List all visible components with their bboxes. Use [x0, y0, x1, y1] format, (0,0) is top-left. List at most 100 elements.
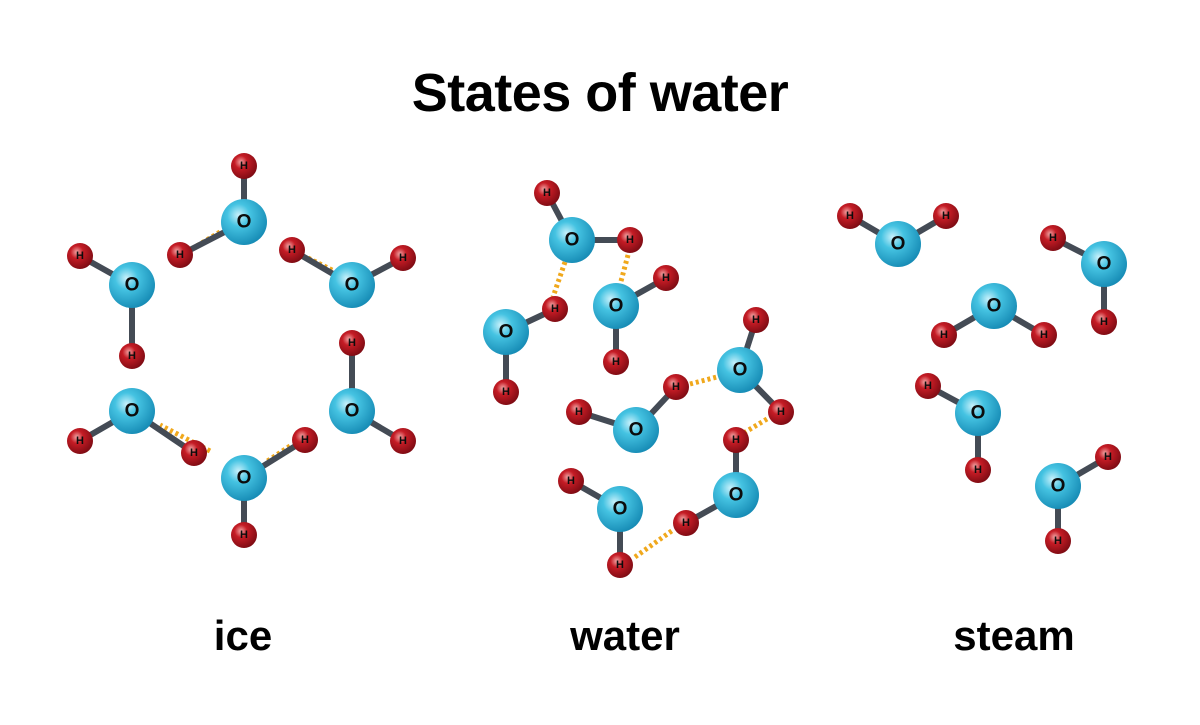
water-molecule-1-hydrogen-2-symbol: H: [626, 234, 634, 246]
ice-molecule-6-oxygen-symbol: O: [125, 275, 140, 296]
water-molecule-6-oxygen: O: [713, 472, 759, 518]
water-molecule-2-oxygen-sphere: [593, 283, 639, 329]
water-molecule-3-hydrogen-1-symbol: H: [551, 303, 559, 315]
steam-molecule-5-oxygen-symbol: O: [1051, 476, 1066, 497]
ice-molecule-1-hydrogen-2-sphere: [167, 242, 193, 268]
ice-molecule-1-hydrogen-1-sphere: [231, 153, 257, 179]
water-molecule-5-oxygen-symbol: O: [629, 420, 644, 441]
ice-molecule-5-hydrogen-1: H: [67, 428, 93, 454]
ice-molecule-5-hydrogen-1-symbol: H: [76, 435, 84, 447]
ice-molecule-2-oxygen-sphere: [329, 262, 375, 308]
water-molecule-4-hydrogen-2-sphere: [768, 399, 794, 425]
steam-molecule-3-hydrogen-2: H: [1031, 322, 1057, 348]
ice-molecule-6-hydrogen-1: H: [67, 243, 93, 269]
ice-molecule-6-hydrogen-1-symbol: H: [76, 250, 84, 262]
steam-molecule-1-oxygen: O: [875, 221, 921, 267]
water-molecule-2-hydrogen-1-symbol: H: [662, 272, 670, 284]
ice-molecule-1-oxygen-symbol: O: [237, 212, 252, 233]
steam-molecule-2-hydrogen-1: H: [1040, 225, 1066, 251]
steam-molecule-4-hydrogen-2-sphere: [965, 457, 991, 483]
steam-molecule-2-oxygen-symbol: O: [1097, 254, 1112, 275]
water-molecule-4-oxygen-sphere: [717, 347, 763, 393]
ice-molecule-6-hydrogen-2-sphere: [119, 343, 145, 369]
ice-molecule-6-hydrogen-2-symbol: H: [128, 350, 136, 362]
water-molecule-5-oxygen-sphere: [613, 407, 659, 453]
water-molecule-5-hydrogen-2-symbol: H: [672, 381, 680, 393]
ice-molecule-2-oxygen: O: [329, 262, 375, 308]
ice-molecule-6-hydrogen-2: H: [119, 343, 145, 369]
water-molecule-1-oxygen-sphere: [549, 217, 595, 263]
water-molecule-4-hydrogen-1: H: [743, 307, 769, 333]
water-molecule-5-oxygen: O: [613, 407, 659, 453]
water-molecule-6-oxygen-symbol: O: [729, 485, 744, 506]
ice-molecule-5-hydrogen-2-sphere: [181, 440, 207, 466]
steam-molecule-1-hydrogen-2-sphere: [933, 203, 959, 229]
water-molecule-3-hydrogen-2: H: [493, 379, 519, 405]
water-molecule-4-hydrogen-1-symbol: H: [752, 314, 760, 326]
ice-molecule-3-oxygen-sphere: [329, 388, 375, 434]
ice-molecule-6-oxygen: O: [109, 262, 155, 308]
steam-molecule-3-hydrogen-1: H: [931, 322, 957, 348]
water-molecule-3-oxygen: O: [483, 309, 529, 355]
water-molecule-2-oxygen-symbol: O: [609, 296, 624, 317]
ice-molecule-3-hydrogen-2-sphere: [390, 428, 416, 454]
water-molecule-2-hydrogen-1-sphere: [653, 265, 679, 291]
water-molecule-7-oxygen: O: [597, 486, 643, 532]
steam-molecule-1-hydrogen-1-sphere: [837, 203, 863, 229]
ice-molecule-3-hydrogen-2-symbol: H: [399, 435, 407, 447]
ice-molecule-6-oxygen-sphere: [109, 262, 155, 308]
ice-molecule-4-hydrogen-2-sphere: [292, 427, 318, 453]
ice-molecule-2-hydrogen-1: H: [279, 237, 305, 263]
steam-molecule-2-hydrogen-1-sphere: [1040, 225, 1066, 251]
water-molecule-1-hydrogen-2-sphere: [617, 227, 643, 253]
water-molecule-7-hydrogen-2-symbol: H: [616, 559, 624, 571]
ice-molecule-4-hydrogen-1-sphere: [231, 522, 257, 548]
ice-molecule-4-oxygen: O: [221, 455, 267, 501]
water-hydrogen-bond-5: [633, 527, 675, 560]
water-label: water: [570, 612, 680, 659]
water-molecule-4-hydrogen-2: H: [768, 399, 794, 425]
ice-molecule-5-oxygen-sphere: [109, 388, 155, 434]
atoms-layer: OHHOHHOHHOHHOHHOHHOHHOHHOHHOHHOHHOHHOHHO…: [67, 153, 1127, 578]
water-molecule-3-hydrogen-1-sphere: [542, 296, 568, 322]
water-molecule-7-hydrogen-2: H: [607, 552, 633, 578]
steam-molecule-5-oxygen-sphere: [1035, 463, 1081, 509]
ice-molecule-5-hydrogen-2: H: [181, 440, 207, 466]
water-molecule-4-oxygen: O: [717, 347, 763, 393]
steam-molecule-5-hydrogen-1-symbol: H: [1104, 451, 1112, 463]
ice-molecule-2-oxygen-symbol: O: [345, 275, 360, 296]
ice-molecule-4-oxygen-sphere: [221, 455, 267, 501]
steam-molecule-5-hydrogen-2: H: [1045, 528, 1071, 554]
water-molecule-2-oxygen: O: [593, 283, 639, 329]
water-molecule-1-hydrogen-1-symbol: H: [543, 187, 551, 199]
water-molecule-7-hydrogen-2-sphere: [607, 552, 633, 578]
water-molecule-5-hydrogen-1-symbol: H: [575, 406, 583, 418]
water-molecule-5-hydrogen-2-sphere: [663, 374, 689, 400]
steam-molecule-3-oxygen-symbol: O: [987, 296, 1002, 317]
water-molecule-2-hydrogen-1: H: [653, 265, 679, 291]
water-molecule-1-hydrogen-1-sphere: [534, 180, 560, 206]
water-molecule-1-oxygen: O: [549, 217, 595, 263]
water-molecule-1-hydrogen-2: H: [617, 227, 643, 253]
water-molecule-3-hydrogen-2-sphere: [493, 379, 519, 405]
ice-molecule-3-hydrogen-1-sphere: [339, 330, 365, 356]
water-molecule-6-hydrogen-2: H: [673, 510, 699, 536]
water-molecule-7-hydrogen-1-sphere: [558, 468, 584, 494]
page-title: States of water: [411, 63, 789, 123]
steam-molecule-1-hydrogen-1-symbol: H: [846, 210, 854, 222]
ice-molecule-3-oxygen: O: [329, 388, 375, 434]
steam-molecule-4-hydrogen-1-symbol: H: [924, 380, 932, 392]
ice-molecule-5-hydrogen-2-symbol: H: [190, 447, 198, 459]
steam-molecule-5-hydrogen-2-symbol: H: [1054, 535, 1062, 547]
ice-molecule-2-hydrogen-2: H: [390, 245, 416, 271]
ice-molecule-5-oxygen-symbol: O: [125, 401, 140, 422]
steam-molecule-5-oxygen: O: [1035, 463, 1081, 509]
steam-molecule-2-hydrogen-2-symbol: H: [1100, 316, 1108, 328]
ice-molecule-5-oxygen: O: [109, 388, 155, 434]
water-molecule-6-hydrogen-2-symbol: H: [682, 517, 690, 529]
ice-molecule-3-hydrogen-1: H: [339, 330, 365, 356]
water-molecule-4-hydrogen-2-symbol: H: [777, 406, 785, 418]
water-molecule-6-hydrogen-1-symbol: H: [732, 434, 740, 446]
water-molecule-7-oxygen-symbol: O: [613, 499, 628, 520]
